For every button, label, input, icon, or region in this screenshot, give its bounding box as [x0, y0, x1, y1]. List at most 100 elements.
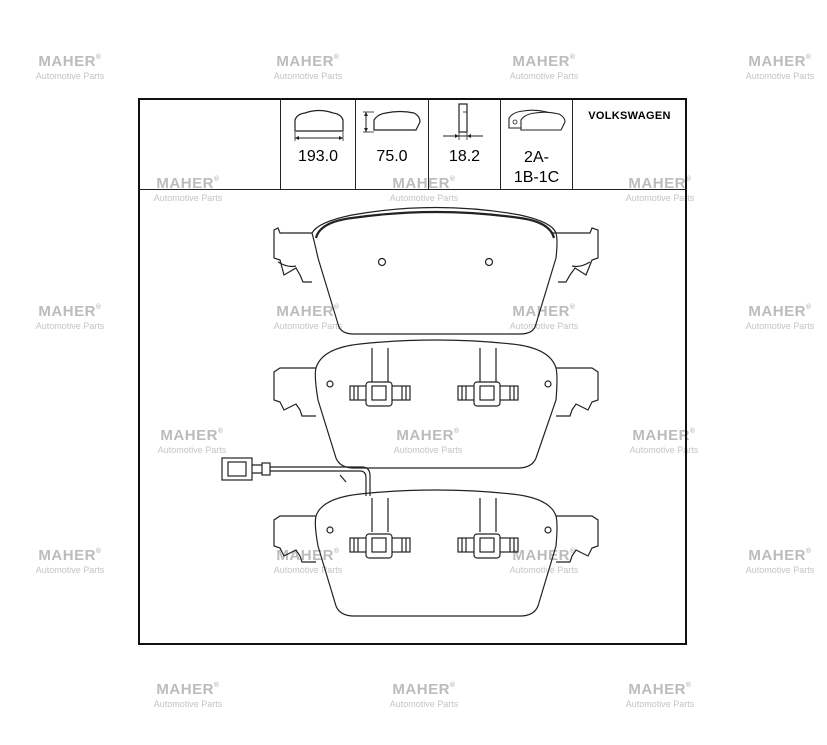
watermark-sub: Automotive Parts	[153, 699, 223, 709]
watermark-reg-mark: ®	[685, 682, 692, 689]
watermark-sub: Automotive Parts	[389, 699, 459, 709]
vehicle-make: VOLKSWAGEN	[588, 110, 671, 122]
watermark-sub: Automotive Parts	[625, 193, 695, 203]
maher-watermark: MAHER® Automotive Parts	[132, 428, 252, 455]
drawing-frame	[138, 98, 687, 645]
watermark-sub: Automotive Parts	[629, 445, 699, 455]
watermark-brand-wrap: MAHER®	[368, 428, 488, 443]
watermark-sub: Automotive Parts	[745, 565, 815, 575]
watermark-sub: Automotive Parts	[35, 565, 105, 575]
watermark-brand-text: MAHER	[392, 175, 450, 192]
pad-front-view	[273, 206, 599, 335]
watermark-brand-wrap: MAHER®	[248, 304, 368, 319]
watermark-reg-mark: ®	[333, 548, 340, 555]
watermark-brand-wrap: MAHER®	[248, 54, 368, 69]
maher-watermark: MAHER® Automotive Parts	[10, 548, 130, 575]
spec-length-value: 193.0	[297, 148, 339, 165]
maher-watermark: MAHER® Automotive Parts	[364, 176, 484, 203]
spec-set-cell: 2A- 1B-1C	[500, 98, 572, 190]
watermark-brand-wrap: MAHER®	[720, 54, 827, 69]
watermark-brand-text: MAHER	[156, 681, 214, 698]
watermark-brand-text: MAHER	[512, 53, 570, 70]
watermark-brand-wrap: MAHER®	[720, 304, 827, 319]
watermark-brand-text: MAHER	[512, 547, 570, 564]
watermark-brand-wrap: MAHER®	[364, 176, 484, 191]
watermark-brand-wrap: MAHER®	[10, 304, 130, 319]
watermark-brand-wrap: MAHER®	[600, 682, 720, 697]
watermark-sub: Automotive Parts	[35, 321, 105, 331]
watermark-brand-text: MAHER	[156, 175, 214, 192]
maher-watermark: MAHER® Automotive Parts	[128, 682, 248, 709]
maher-watermark: MAHER® Automotive Parts	[720, 304, 827, 331]
spec-length-cell: 193.0	[280, 98, 355, 190]
watermark-sub: Automotive Parts	[35, 71, 105, 81]
watermark-brand-text: MAHER	[276, 53, 334, 70]
watermark-brand-wrap: MAHER®	[128, 682, 248, 697]
watermark-sub: Automotive Parts	[157, 445, 227, 455]
pad-length-icon	[294, 109, 344, 141]
watermark-brand-wrap: MAHER®	[364, 682, 484, 697]
watermark-sub: Automotive Parts	[273, 565, 343, 575]
watermark-sub: Automotive Parts	[153, 193, 223, 203]
watermark-sub: Automotive Parts	[509, 565, 579, 575]
maher-watermark: MAHER®Automotive Parts	[600, 176, 720, 203]
pad-inner-view	[273, 339, 599, 469]
watermark-brand-text: MAHER	[632, 427, 690, 444]
spec-thickness-cell: 18.2	[428, 98, 500, 190]
watermark-brand-wrap: MAHER®	[128, 176, 248, 191]
watermark-sub: Automotive Parts	[745, 321, 815, 331]
maher-watermark: MAHER® Automotive Parts	[604, 428, 724, 455]
watermark-brand-text: MAHER	[512, 303, 570, 320]
maher-watermark: MAHER® Automotive Parts	[720, 54, 827, 81]
watermark-brand-wrap: MAHER®	[484, 304, 604, 319]
spec-wear-indicator: 2A- 1B-1C	[501, 148, 572, 188]
watermark-reg-mark: ®	[95, 54, 102, 61]
watermark-reg-mark: ®	[449, 682, 456, 689]
watermark-reg-mark: ®	[805, 54, 812, 61]
watermark-reg-mark: ®	[213, 682, 220, 689]
watermark-reg-mark: ®	[689, 428, 696, 435]
maher-watermark: MAHER® Automotive Parts	[10, 304, 130, 331]
watermark-sub: Automotive Parts	[389, 193, 459, 203]
watermark-reg-mark: ®	[805, 304, 812, 311]
watermark-reg-mark: ®	[569, 548, 576, 555]
watermark-reg-mark: ®	[453, 428, 460, 435]
watermark-brand-wrap: MAHER®	[484, 548, 604, 563]
maher-watermark: MAHER® Automotive Parts	[368, 428, 488, 455]
watermark-reg-mark: ®	[805, 548, 812, 555]
maher-watermark: MAHER® Automotive Parts	[720, 548, 827, 575]
watermark-brand-text: MAHER	[748, 303, 806, 320]
watermark-reg-mark: ®	[449, 176, 456, 183]
watermark-reg-mark: ®	[95, 304, 102, 311]
watermark-reg-mark: ®	[569, 304, 576, 311]
maher-watermark: MAHER®Automotive Parts	[248, 304, 368, 331]
maher-watermark: MAHER® Automotive Parts	[128, 176, 248, 203]
watermark-sub: Automotive Parts	[273, 71, 343, 81]
watermark-reg-mark: ®	[213, 176, 220, 183]
watermark-brand-wrap: MAHER®	[10, 54, 130, 69]
watermark-brand-text: MAHER	[38, 53, 96, 70]
spec-wear-line2: 1B-1C	[513, 169, 560, 186]
watermark-reg-mark: ®	[569, 54, 576, 61]
watermark-brand-text: MAHER	[396, 427, 454, 444]
spec-height-value: 75.0	[376, 148, 408, 165]
watermark-brand-wrap: MAHER®	[10, 548, 130, 563]
spec-make-cell: VOLKSWAGEN	[572, 98, 686, 190]
watermark-brand-wrap: MAHER®	[484, 54, 604, 69]
maher-watermark: MAHER® Automotive Parts	[248, 54, 368, 81]
watermark-brand-wrap: MAHER®	[720, 548, 827, 563]
watermark-sub: Automotive Parts	[393, 445, 463, 455]
pad-thickness-icon	[443, 103, 483, 140]
wear-sensor	[221, 457, 371, 496]
maher-watermark: MAHER® Automotive Parts	[364, 682, 484, 709]
watermark-brand-wrap: MAHER®	[132, 428, 252, 443]
pad-height-icon	[363, 110, 421, 133]
watermark-brand-text: MAHER	[748, 547, 806, 564]
watermark-brand-text: MAHER	[392, 681, 450, 698]
watermark-sub: Automotive Parts	[745, 71, 815, 81]
spec-divider	[138, 189, 687, 190]
watermark-brand-text: MAHER	[38, 547, 96, 564]
watermark-sub: Automotive Parts	[509, 321, 579, 331]
watermark-brand-text: MAHER	[160, 427, 218, 444]
